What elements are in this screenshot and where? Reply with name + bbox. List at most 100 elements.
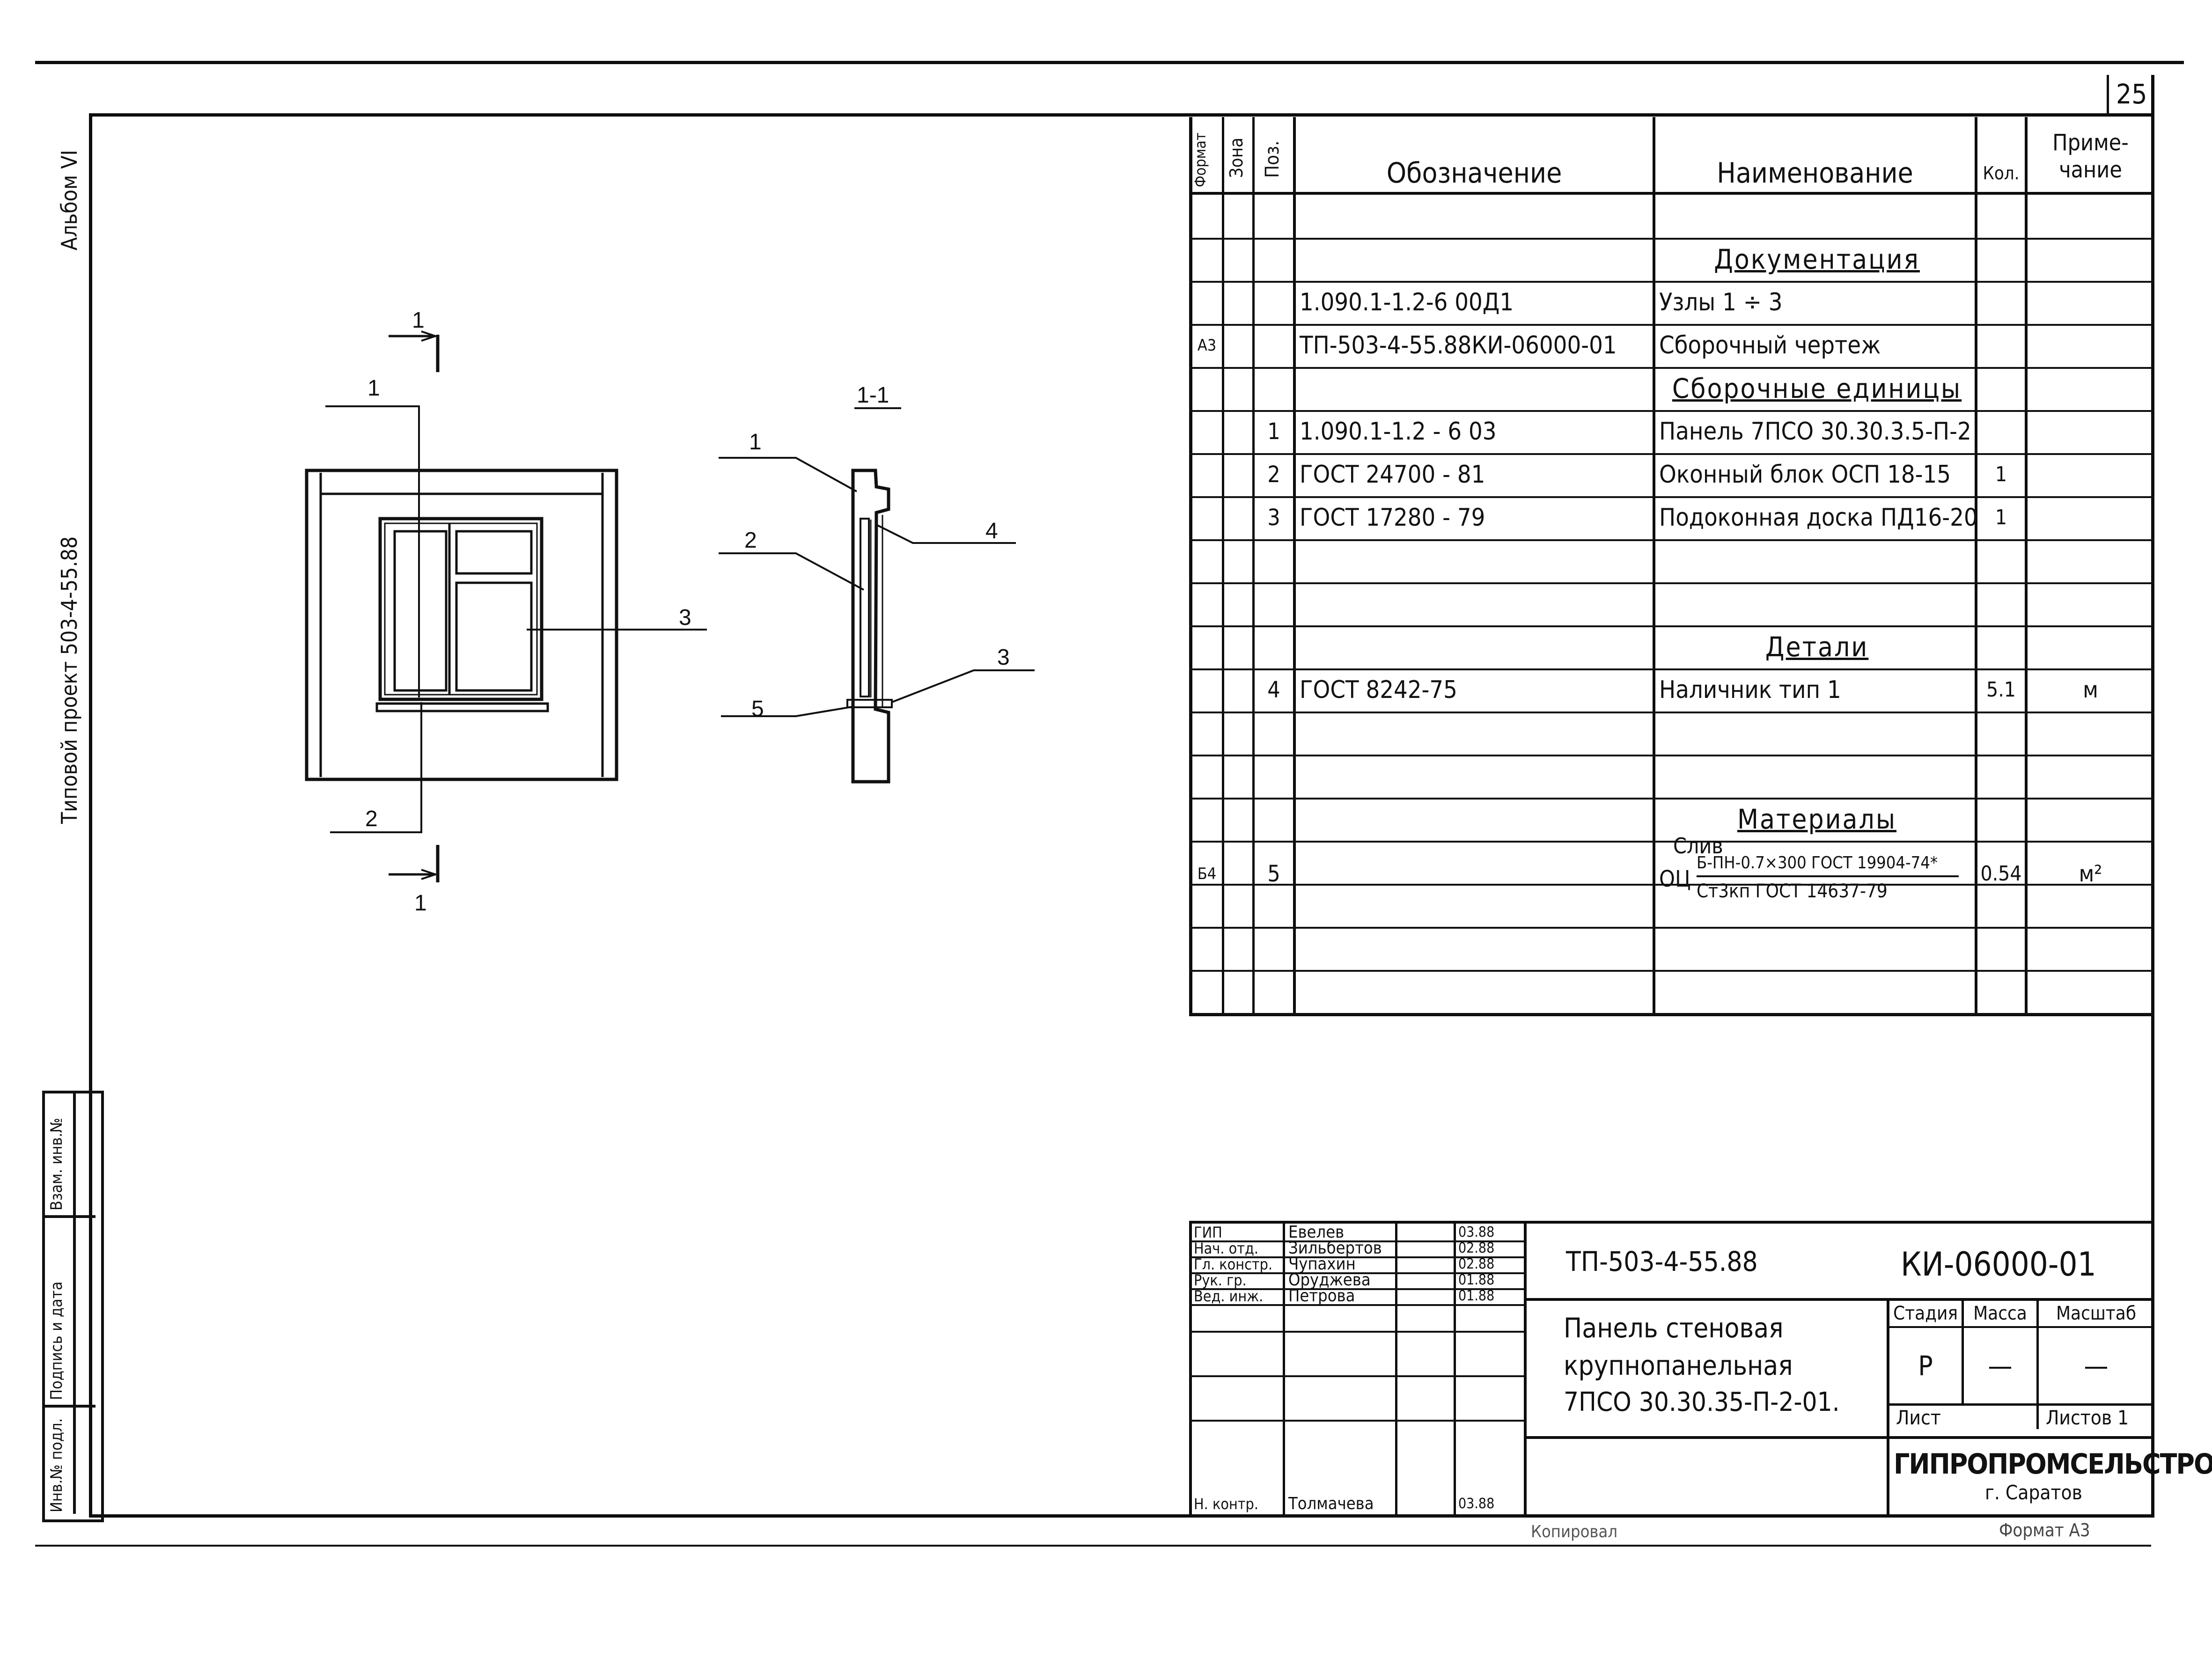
side-stamp: Взам. инв.№ Подпись и дата Инв.№ подл. xyxy=(42,1091,104,1522)
tb-stage-label: Стадия xyxy=(1893,1303,1958,1324)
tb-person-name xyxy=(1288,1303,1395,1331)
spec-cell-format xyxy=(1192,238,1222,281)
tb-people-line xyxy=(1189,1256,1524,1258)
spec-cell-format xyxy=(1192,195,1222,238)
tb-scale: — xyxy=(2084,1350,2109,1382)
spec-cell-pos xyxy=(1255,625,1293,668)
spec-cell-pos: 4 xyxy=(1267,677,1280,703)
tb-person-date: 01.88 xyxy=(1458,1272,1495,1288)
spec-cell-note xyxy=(2028,195,2153,238)
tb-sheets-label: Листов 1 xyxy=(2046,1406,2129,1429)
tb-project-code: ТП-503-4-55.88 xyxy=(1566,1246,1758,1277)
spec-cell-note xyxy=(2028,453,2153,496)
page-number: 25 xyxy=(2116,78,2147,110)
spec-row-line xyxy=(1189,625,2153,627)
sec-label-1: 1 xyxy=(749,430,762,455)
spec-cell-designation xyxy=(1300,712,1653,755)
spec-cell-designation xyxy=(1300,238,1653,281)
spec-cell-qty: 0.54 xyxy=(1980,862,2022,886)
spec-cell-note xyxy=(2028,539,2153,582)
album-label: Альбом VI xyxy=(57,150,82,250)
window-sash-left xyxy=(393,530,448,692)
frame-top xyxy=(89,113,2153,117)
spec-cell-pos xyxy=(1255,712,1293,755)
spec-cell-designation xyxy=(1300,884,1653,927)
tb-people-line xyxy=(1189,1288,1524,1290)
spec-row-line xyxy=(1189,970,2153,972)
col-pos: Поз. xyxy=(1262,140,1283,178)
sec-label-2: 2 xyxy=(744,528,757,553)
tb-person-role: Нач. отд. xyxy=(1194,1240,1259,1257)
tb-person-date: 03.88 xyxy=(1458,1224,1495,1240)
spec-cell-pos xyxy=(1255,324,1293,367)
tb-person-date xyxy=(1458,1303,1521,1331)
spec-row-line xyxy=(1189,712,2153,713)
section-title: 1-1 xyxy=(857,383,889,408)
spec-cell-format xyxy=(1192,798,1222,841)
spec-cell-name: Материалы xyxy=(1737,803,1897,835)
spec-cell-qty: 1 xyxy=(1995,462,2007,486)
spec-row-line xyxy=(1189,324,2153,326)
elev-label-2: 2 xyxy=(365,807,378,831)
tb-city: г. Саратов xyxy=(1985,1481,2082,1504)
tb-title-line-2: крупнопанельная xyxy=(1564,1350,1793,1381)
tb-person-name xyxy=(1288,1347,1395,1375)
tb-people-line xyxy=(1189,1375,1524,1377)
spec-cell-qty xyxy=(1977,367,2025,410)
spec-cell-qty: 5.1 xyxy=(1986,678,2016,702)
tb-person-role xyxy=(1194,1303,1283,1331)
tb-person-date: 02.88 xyxy=(1458,1240,1495,1256)
spec-row-line xyxy=(1189,496,2153,498)
spec-cell-pos xyxy=(1255,238,1293,281)
spec-cell-name: Документация xyxy=(1714,243,1920,275)
spec-cell-format xyxy=(1192,539,1222,582)
section-profile xyxy=(851,469,890,784)
spec-cell-qty xyxy=(1977,410,2025,453)
tb-people-line xyxy=(1189,1420,1524,1422)
tb-person-date xyxy=(1458,1347,1521,1375)
spec-row-line xyxy=(1189,582,2153,584)
spec-cell-designation: ГОСТ 8242-75 xyxy=(1300,676,1457,704)
spec-cell-qty xyxy=(1977,281,2025,324)
spec-cell-qty: 1 xyxy=(1995,506,2007,529)
spec-cell-name xyxy=(1659,755,1975,798)
spec-row-line xyxy=(1189,841,2153,843)
spec-row-line xyxy=(1189,281,2153,283)
tb-person-role: Вед. инж. xyxy=(1194,1287,1264,1305)
spec-cell-designation: ГОСТ 24700 - 81 xyxy=(1300,461,1485,489)
spec-cell-qty xyxy=(1977,539,2025,582)
tb-person-role xyxy=(1194,1347,1283,1375)
spec-cell-qty xyxy=(1977,755,2025,798)
material-denominator: Ст3кп ГОСТ 14637-79 xyxy=(1697,880,1888,902)
tb-person-date: 01.88 xyxy=(1458,1288,1495,1304)
spec-cell-format: Б4 xyxy=(1197,865,1217,884)
spec-cell-designation xyxy=(1300,367,1653,410)
spec-cell-pos: 1 xyxy=(1267,418,1280,445)
spec-cell-designation xyxy=(1300,970,1653,1013)
tb-person-name xyxy=(1288,1392,1395,1420)
tb-org: ГИПРОПРОМСЕЛЬСТРОЙ xyxy=(1894,1448,2212,1481)
spec-cell-format xyxy=(1192,582,1222,625)
tb-people-line xyxy=(1189,1331,1524,1333)
spec-row-line xyxy=(1189,668,2153,670)
tb-mass-label: Масса xyxy=(1973,1303,2027,1324)
spec-cell-name: Узлы 1 ÷ 3 xyxy=(1659,288,1783,316)
spec-cell-name: Сборочные единицы xyxy=(1672,373,1962,404)
col-designation: Обозначение xyxy=(1386,157,1562,190)
spec-cell-designation: 1.090.1-1.2-6 00Д1 xyxy=(1300,288,1514,316)
spec-cell-format xyxy=(1192,625,1222,668)
spec-cell-pos xyxy=(1255,970,1293,1013)
spec-cell-designation xyxy=(1300,625,1653,668)
col-note: Приме- чание xyxy=(2028,122,2153,192)
cut-bottom-label: 1 xyxy=(414,891,427,916)
spec-cell-name xyxy=(1659,539,1975,582)
col-name: Наименование xyxy=(1717,157,1913,190)
elev-label-1: 1 xyxy=(367,376,380,401)
tb-person-name: Чупахин xyxy=(1288,1255,1356,1274)
spec-cell-note xyxy=(2028,410,2153,453)
sec-label-4: 4 xyxy=(985,519,998,543)
panel-drawing: 1 1 1 2 3 1-1 1 2 3 4 5 xyxy=(305,308,1035,916)
spec-cell-name xyxy=(1659,970,1975,1013)
spec-cell-pos xyxy=(1255,798,1293,841)
